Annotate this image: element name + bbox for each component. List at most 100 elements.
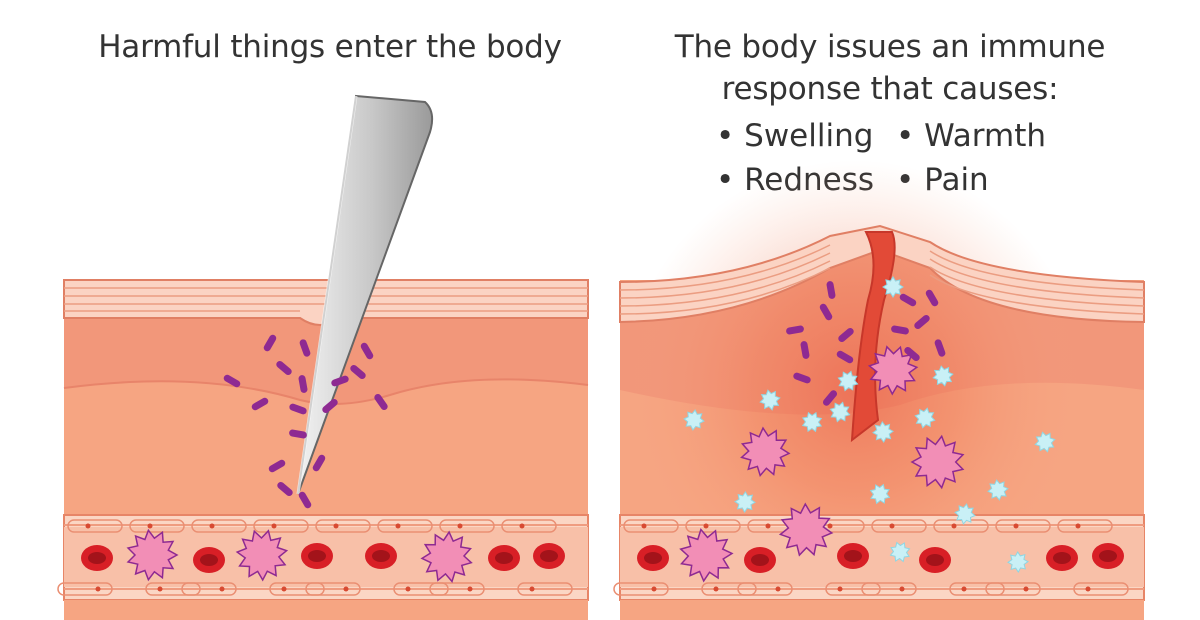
immune-cell-icon — [235, 529, 289, 582]
small-immune-cell-icon — [872, 421, 894, 443]
bacteria-icon — [331, 375, 349, 387]
symptom-swelling: Swelling — [716, 114, 896, 158]
bacteria-icon — [289, 429, 307, 439]
small-immune-cell-icon — [734, 491, 756, 513]
vessel-cell — [377, 519, 433, 533]
small-immune-cell-icon — [1034, 431, 1056, 453]
right-panel-caption: The body issues an immune response that … — [630, 26, 1150, 110]
small-immune-cell-icon — [837, 370, 859, 392]
immune-cell-icon — [867, 345, 919, 396]
red-blood-cell-icon — [1092, 543, 1124, 569]
vessel-cell — [129, 519, 185, 533]
small-immune-cell-icon — [932, 365, 954, 387]
left-panel-caption: Harmful things enter the body — [98, 29, 562, 65]
bacteria-icon — [914, 314, 930, 330]
vessel-cell — [253, 519, 309, 533]
bacteria-icon — [904, 346, 920, 362]
red-blood-cell-icon — [301, 543, 333, 569]
small-immune-cells — [683, 276, 1056, 573]
small-immune-cell-icon — [987, 479, 1009, 501]
bacteria-icon — [899, 293, 917, 307]
vessel-cell — [315, 519, 371, 533]
bacteria-icon — [838, 327, 854, 343]
bacteria-icon — [223, 374, 241, 388]
bacteria-icon — [822, 390, 838, 406]
bacteria-icon — [786, 325, 804, 335]
vessel-cell — [613, 582, 669, 596]
small-immune-cell-icon — [869, 483, 891, 505]
right-caption-line-2: response that causes: — [721, 71, 1059, 107]
bacteria-icon — [277, 481, 293, 497]
bacteria-icon — [836, 350, 854, 364]
vessel-cell — [861, 582, 917, 596]
immune-cell-icon — [420, 530, 473, 584]
vessel-cell — [701, 582, 757, 596]
red-blood-cell-icon — [533, 543, 565, 569]
vessel-cell — [269, 582, 325, 596]
vessel-cell — [393, 582, 449, 596]
immune-cell-icon — [910, 434, 965, 490]
vessel-cell — [305, 582, 361, 596]
vessel-cell — [191, 519, 247, 533]
bacteria-icon — [251, 397, 269, 411]
small-immune-cell-icon — [683, 409, 705, 431]
vessel-cell — [145, 582, 201, 596]
vessel-cell — [429, 582, 485, 596]
small-immune-cell-icon — [801, 411, 823, 433]
vessel-cell — [501, 519, 557, 533]
vessel-wall-cells — [57, 519, 1129, 596]
bacteria-icon — [374, 393, 388, 411]
bacteria-icon — [350, 364, 366, 380]
vessel-cell — [949, 582, 1005, 596]
bacteria-icon — [312, 454, 326, 472]
vessel-cell — [517, 582, 573, 596]
immune-cell-icon — [126, 528, 179, 582]
bacteria-icon — [289, 403, 307, 415]
small-immune-cell-icon — [889, 541, 911, 563]
needle-icon — [296, 94, 434, 495]
bacteria-icon — [800, 341, 810, 359]
bacteria-icon — [819, 303, 833, 321]
vessel-cell — [737, 582, 793, 596]
bacteria-icon — [322, 398, 338, 414]
red-blood-cell-icon — [637, 545, 669, 571]
immune-cell-icon — [778, 502, 834, 557]
vessel-cell — [1057, 519, 1113, 533]
symptom-warmth: Warmth — [896, 114, 1076, 158]
bacteria — [223, 281, 946, 509]
right-caption-line-1: The body issues an immune — [674, 29, 1106, 65]
red-blood-cell-icon — [744, 547, 776, 573]
bacteria-icon — [263, 334, 277, 352]
bacteria-icon — [793, 372, 811, 384]
bacteria-icon — [299, 339, 311, 357]
immune-cell-icon — [740, 426, 791, 478]
red-blood-cell-icon — [919, 547, 951, 573]
vessel-cell — [181, 582, 237, 596]
vessel-cell — [995, 519, 1051, 533]
vessel-cell — [825, 582, 881, 596]
vessel-cell — [67, 519, 123, 533]
red-blood-cell-icon — [81, 545, 113, 571]
bacteria-icon — [925, 289, 939, 307]
bacteria-icon — [268, 459, 286, 473]
bacteria-icon — [276, 360, 292, 376]
small-immune-cell-icon — [954, 503, 976, 525]
red-blood-cell-icon — [193, 547, 225, 573]
bacteria-icon — [934, 339, 946, 357]
small-immune-cell-icon — [914, 407, 936, 429]
red-blood-cell-icon — [1046, 545, 1078, 571]
vessel-cell — [623, 519, 679, 533]
bacteria-icon — [360, 342, 374, 360]
small-immune-cell-icon — [882, 276, 904, 298]
bacteria-icon — [298, 375, 308, 393]
vessel-cell — [1073, 582, 1129, 596]
vessel-cell — [985, 582, 1041, 596]
red-blood-cell-icon — [365, 543, 397, 569]
vessel-cell — [57, 582, 113, 596]
small-immune-cell-icon — [829, 401, 851, 423]
wound — [850, 231, 896, 443]
small-immune-cell-icon — [759, 389, 781, 411]
bacteria-icon — [826, 281, 836, 299]
red-blood-cell-icon — [488, 545, 520, 571]
